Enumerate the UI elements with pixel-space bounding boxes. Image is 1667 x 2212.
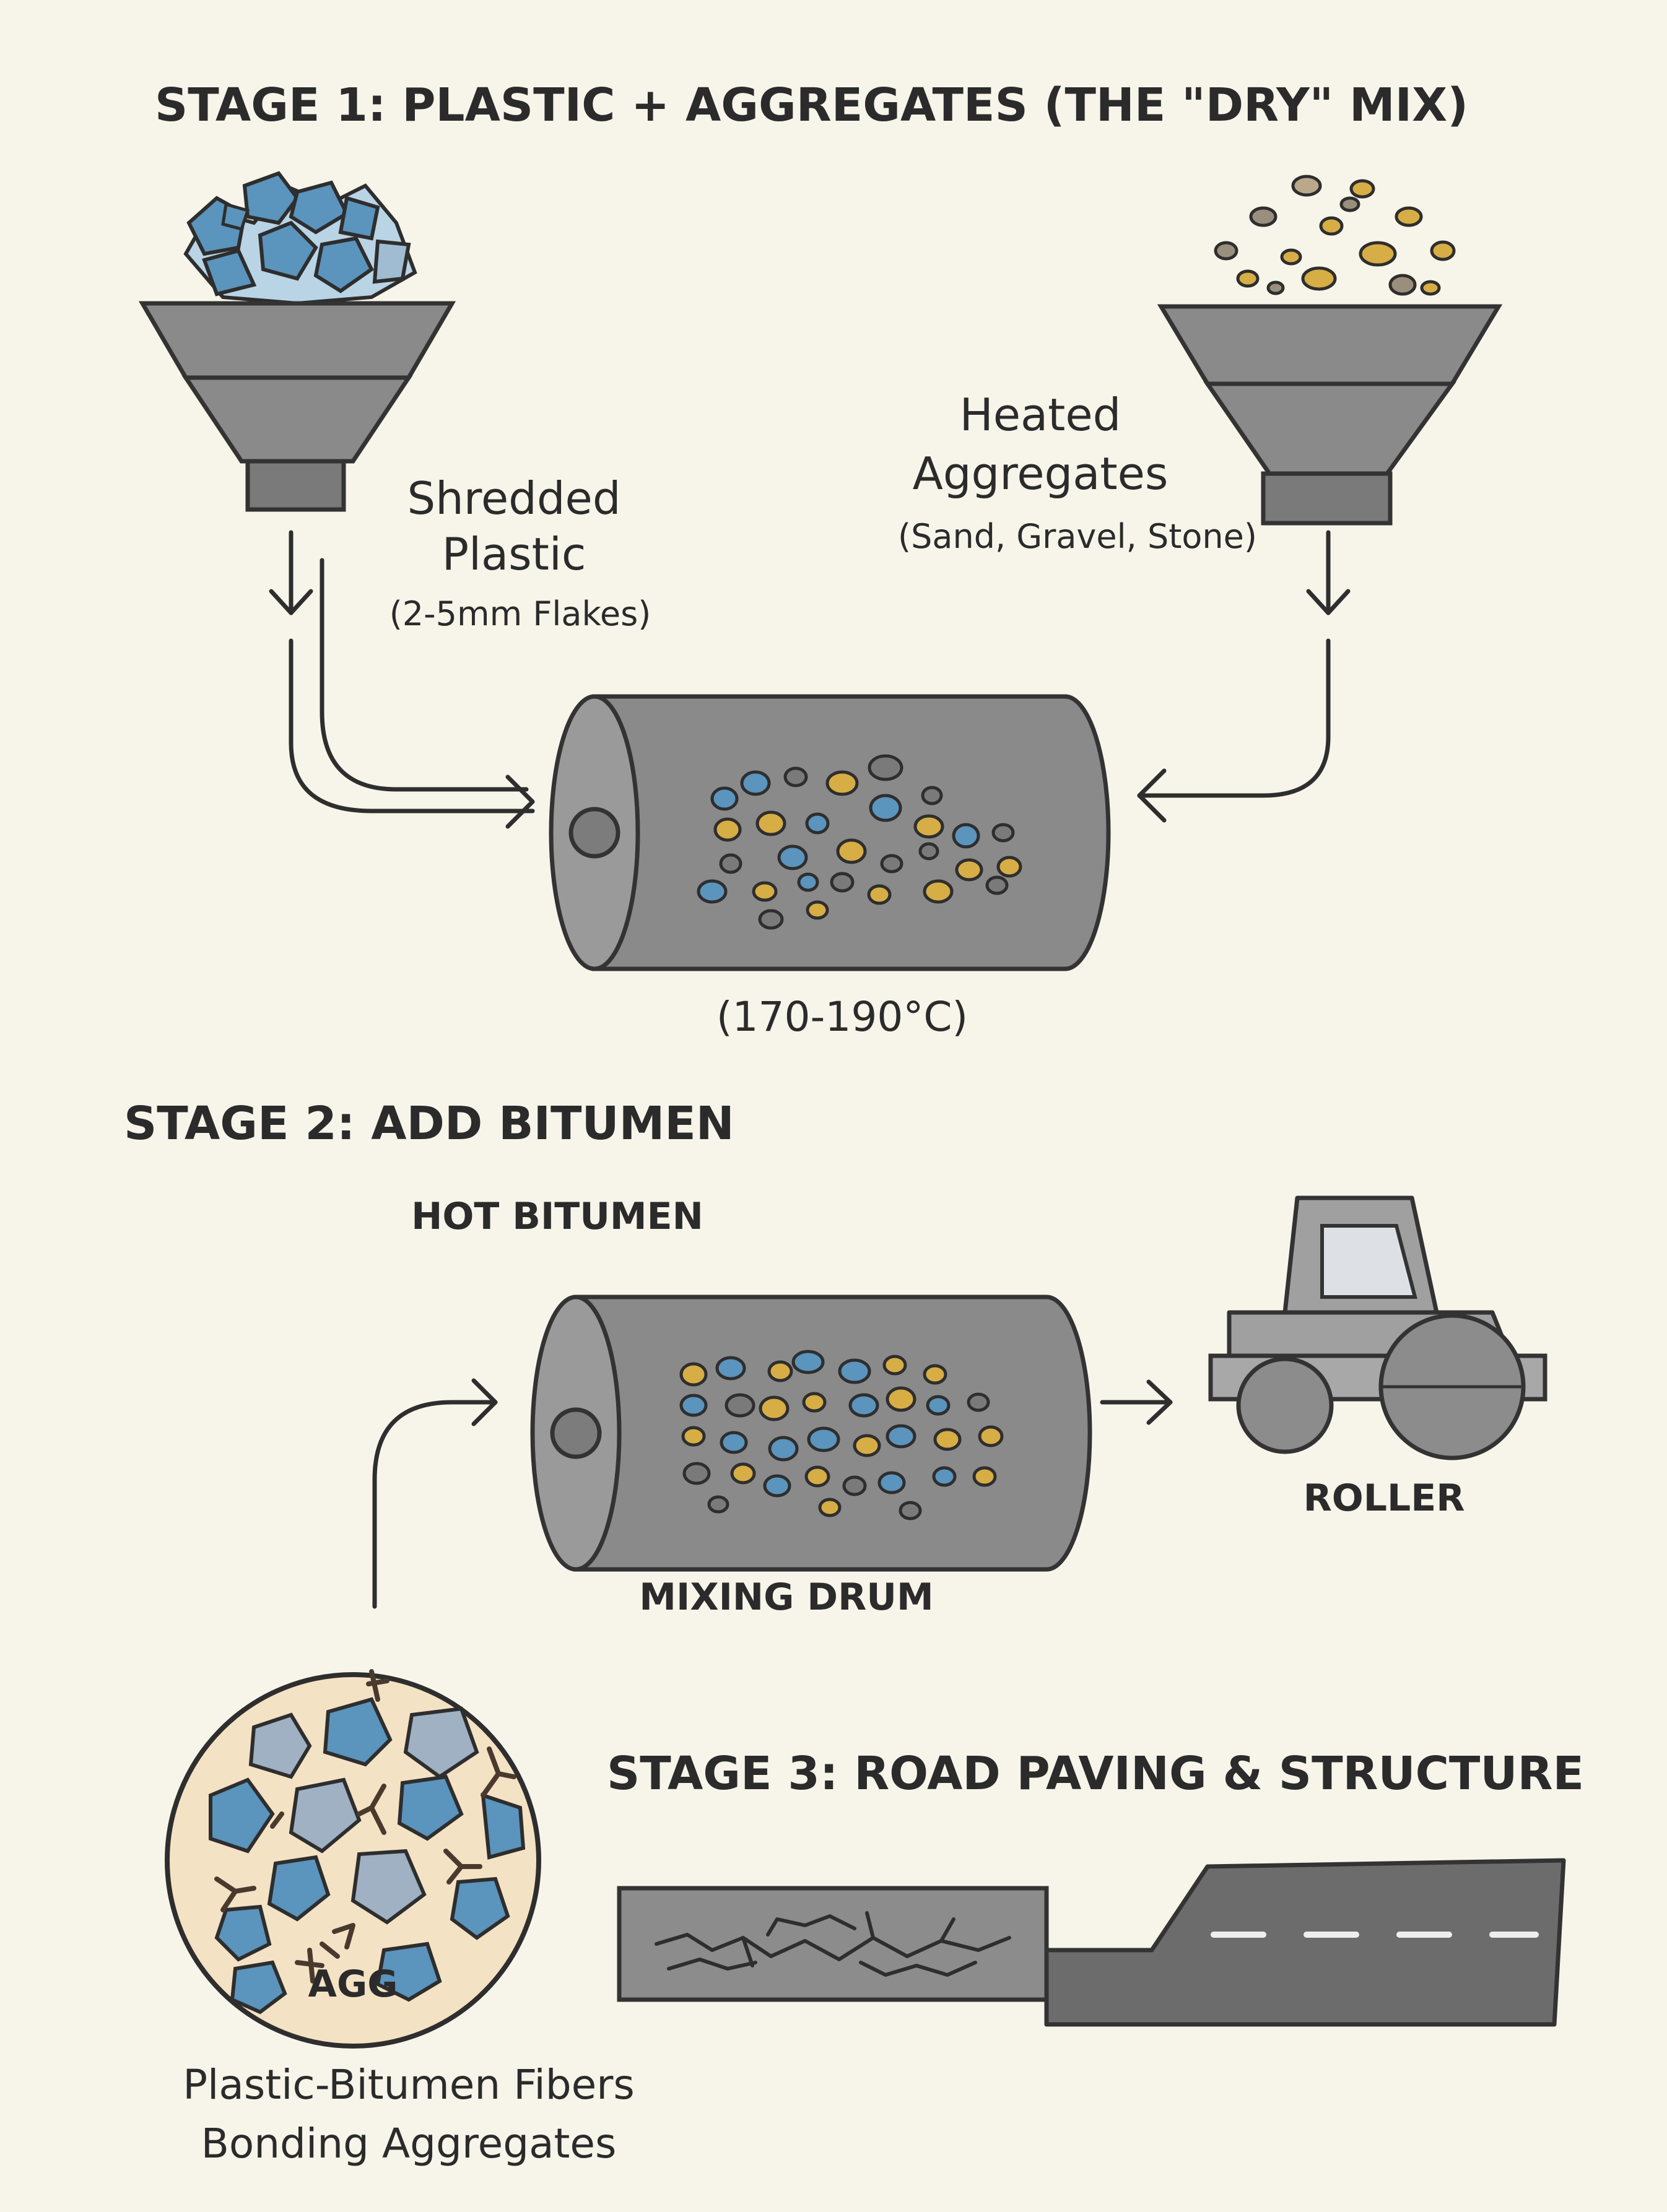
aggregates-label-line1: Heated: [960, 389, 1121, 441]
drum-to-roller-arrow: [1100, 1379, 1173, 1425]
detail-caption-line2: Bonding Aggregates: [201, 2120, 617, 2167]
plastic-label-line2: Plastic: [442, 528, 586, 580]
plastic-hopper-funnel: [138, 301, 456, 512]
mixing-drum-label: MIXING DRUM: [639, 1576, 933, 1619]
heating-drum: [549, 694, 1111, 971]
road-roller: [1208, 1195, 1547, 1460]
hot-bitumen-label: HOT BITUMEN: [411, 1195, 703, 1238]
bitumen-feed-arrow: [372, 1378, 498, 1609]
aggregates-pile: [1214, 175, 1456, 296]
plastic-label-line1: Shredded: [407, 472, 620, 524]
plastic-bitumen-detail-circle: AGG: [165, 1669, 541, 2049]
stage2-title: STAGE 2: ADD BITUMEN: [124, 1097, 734, 1150]
aggregates-sublabel: (Sand, Gravel, Stone): [898, 517, 1257, 556]
drum1-mix-particles: [697, 754, 1022, 930]
stage3-title: STAGE 3: ROAD PAVING & STRUCTURE: [607, 1747, 1584, 1800]
plastic-sublabel: (2-5mm Flakes): [390, 594, 651, 633]
plastic-flakes-pile: [183, 171, 417, 306]
aggregates-feed-arrows: [1137, 530, 1351, 823]
road-cracks: [655, 1911, 1011, 1977]
detail-agg-tag: AGG: [308, 1963, 398, 2006]
temperature-label: (170-190°C): [716, 993, 968, 1041]
detail-caption-line1: Plastic-Bitumen Fibers: [183, 2061, 634, 2109]
drum2-mix-particles: [679, 1350, 1004, 1520]
roller-label: ROLLER: [1304, 1477, 1465, 1520]
stage1-title: STAGE 1: PLASTIC + AGGREGATES (THE "DRY"…: [155, 79, 1468, 132]
mixing-drum: [530, 1295, 1092, 1572]
plastic-feed-arrows: [269, 530, 535, 829]
aggregates-hopper-funnel: [1157, 304, 1503, 526]
road-cross-section: [617, 1858, 1566, 2027]
aggregates-label-line2: Aggregates: [913, 448, 1169, 500]
